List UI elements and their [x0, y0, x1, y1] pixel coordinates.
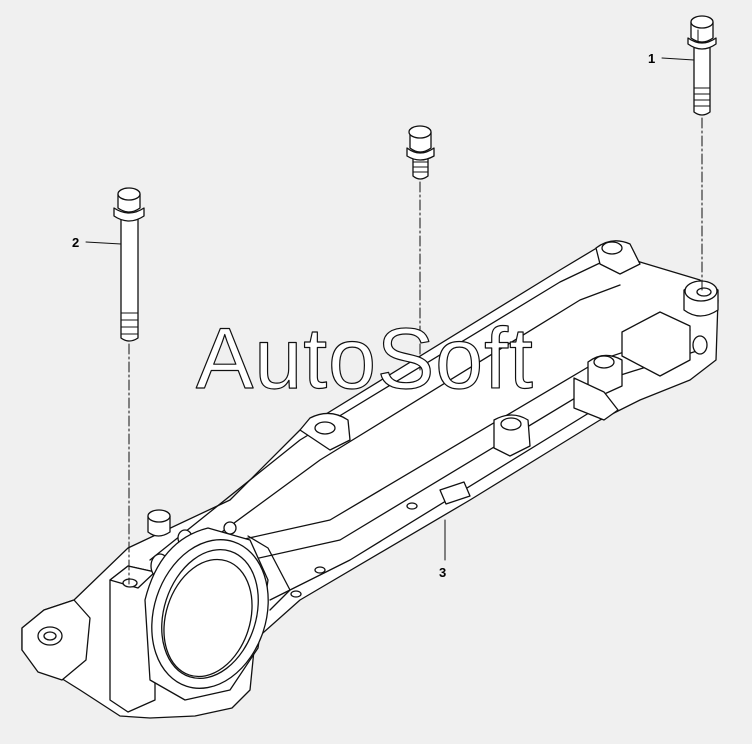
housing-part-3: [21, 240, 719, 719]
callout-label-1: 1: [648, 51, 655, 66]
bolt-part-1: [687, 15, 717, 116]
bolt-short: [406, 125, 435, 180]
callout-label-2: 2: [72, 235, 79, 250]
assembly-center-lines: [128, 117, 703, 585]
callout-label-3: 3: [439, 565, 446, 580]
autosoft-watermark: AutoSoft: [196, 311, 534, 407]
bolt-part-2: [113, 187, 145, 342]
leader-lines: [85, 57, 695, 561]
